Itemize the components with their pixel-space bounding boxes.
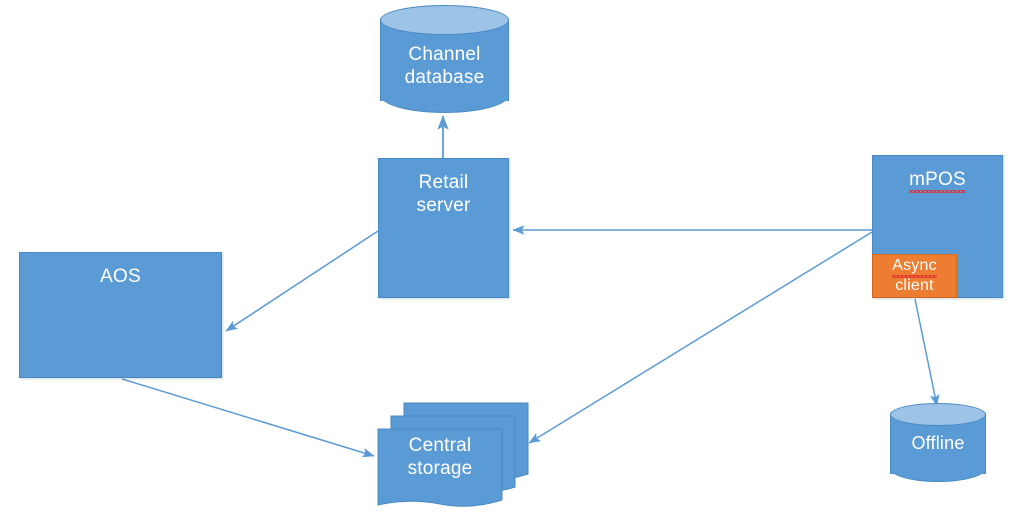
cylinder-label-wrap: Channel database xyxy=(380,43,509,89)
edge-mpos-to-central-storage xyxy=(528,231,873,444)
node-aos[interactable]: AOS xyxy=(19,252,222,378)
node-label-channel-database: Channel database xyxy=(404,44,485,89)
edge-async-client-to-offline xyxy=(914,298,940,407)
node-label-aos: AOS xyxy=(100,266,141,287)
node-retail-server[interactable]: Retail server xyxy=(378,158,509,298)
node-label-async-client-line1: Async xyxy=(892,257,937,278)
stacked-document-layer-front xyxy=(377,428,503,507)
node-label-mpos-wrap: mPOS xyxy=(909,156,966,297)
node-label-central-storage: Central storage xyxy=(407,435,473,480)
cylinder-top xyxy=(890,403,986,426)
cylinder-top xyxy=(380,5,509,35)
node-channel-database[interactable]: Channel database xyxy=(380,5,509,115)
node-label-async-client-line2: client xyxy=(895,277,934,294)
node-central-storage[interactable]: Central storage xyxy=(377,400,530,515)
central-storage-label-wrap: Central storage xyxy=(378,434,502,480)
node-label-mpos: mPOS xyxy=(909,169,966,194)
node-label-offline: Offline xyxy=(911,433,965,453)
edge-aos-to-central-storage xyxy=(121,378,375,458)
stacked-document-shape xyxy=(377,402,529,507)
node-offline[interactable]: Offline xyxy=(890,403,986,485)
node-label-retail-server: Retail server xyxy=(416,172,471,217)
edge-retail-to-aos xyxy=(225,230,379,332)
cylinder-label-wrap: Offline xyxy=(890,433,986,455)
